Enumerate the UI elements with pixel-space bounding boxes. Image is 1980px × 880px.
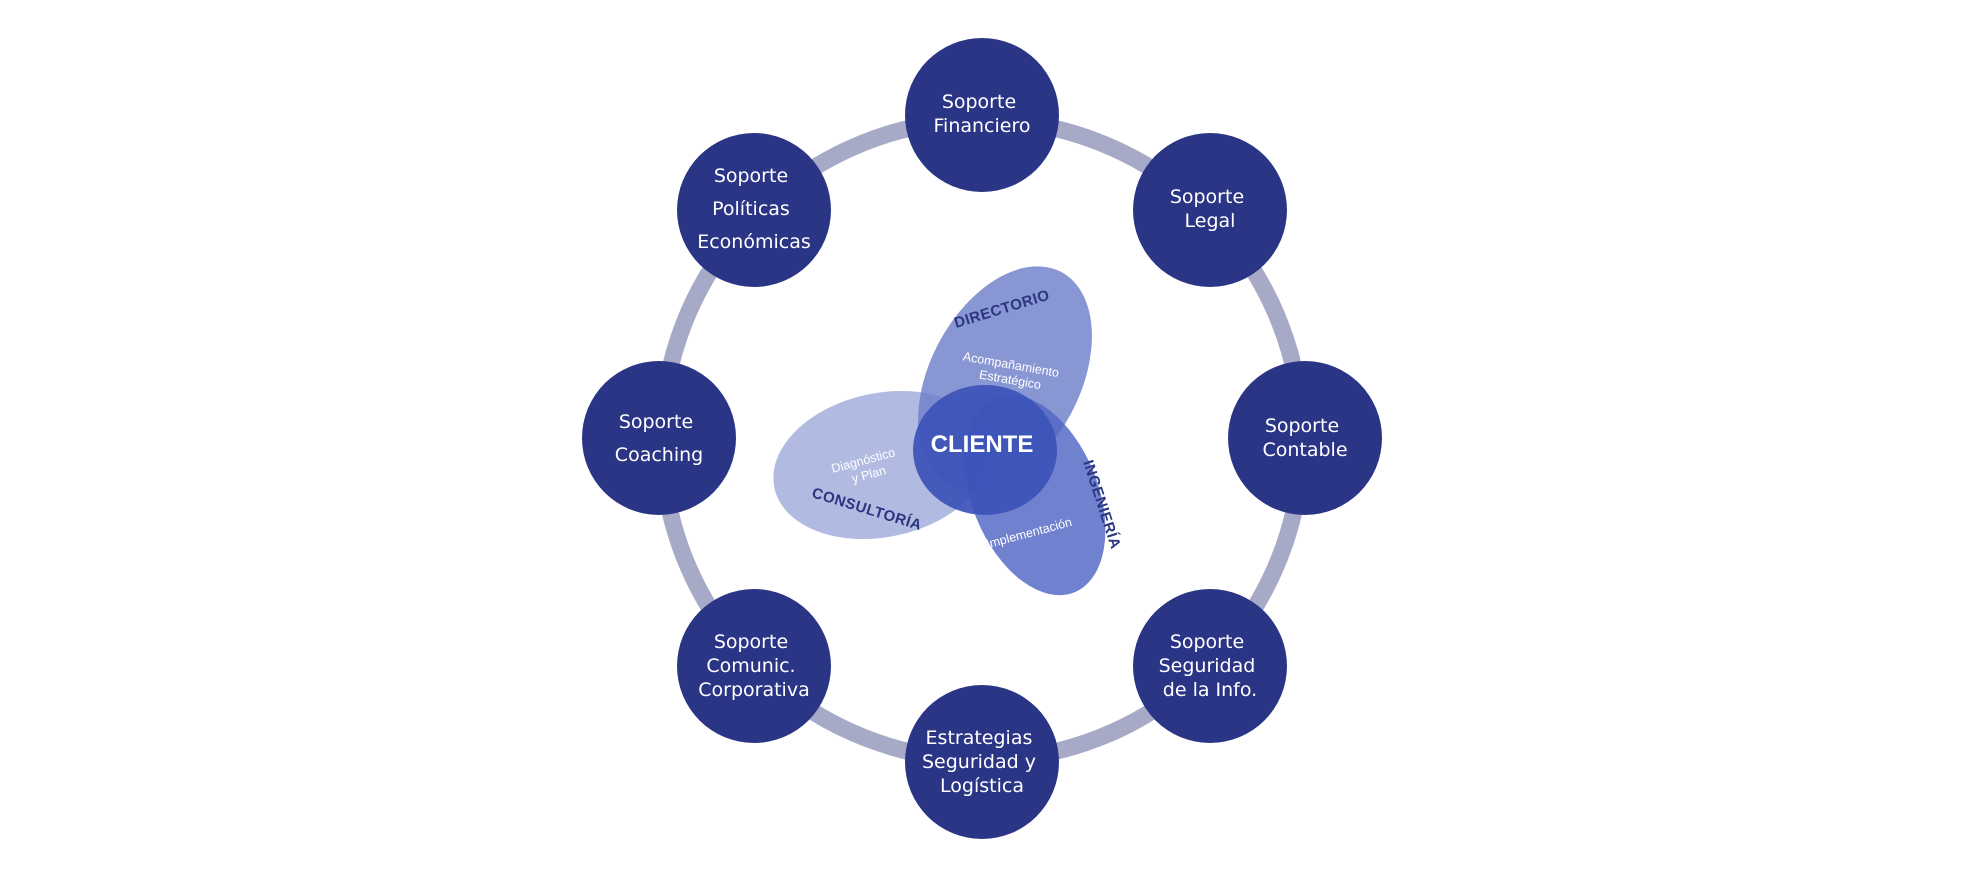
node-legal: Soporte Legal bbox=[1133, 133, 1287, 287]
center-client-label: CLIENTE bbox=[931, 431, 1034, 458]
node-estrategias-circle bbox=[905, 685, 1059, 839]
node-legal-circle bbox=[1133, 133, 1287, 287]
node-contable: Soporte Contable bbox=[1228, 361, 1382, 515]
node-seguridad-info: Soporte Seguridad de la Info. bbox=[1133, 589, 1287, 743]
node-legal-label: Soporte Legal bbox=[1170, 186, 1250, 232]
node-seguridad-info-label: Soporte Seguridad de la Info. bbox=[1159, 631, 1262, 701]
node-coaching: Soporte Coaching bbox=[582, 361, 736, 515]
node-seguridad-info-circle bbox=[1133, 589, 1287, 743]
node-politicas-label: Soporte Políticas Económicas bbox=[697, 165, 811, 253]
node-comunic-circle bbox=[677, 589, 831, 743]
node-contable-circle bbox=[1228, 361, 1382, 515]
node-contable-label: Soporte Contable bbox=[1262, 415, 1347, 461]
node-financiero-circle bbox=[905, 38, 1059, 192]
node-estrategias: Estrategias Seguridad y Logística bbox=[905, 685, 1059, 839]
node-coaching-circle bbox=[582, 361, 736, 515]
node-comunic-label: Soporte Comunic. Corporativa bbox=[698, 631, 809, 701]
node-politicas: Soporte Políticas Económicas bbox=[677, 133, 831, 287]
center-client-shape bbox=[913, 385, 1057, 515]
client-venn: Acompañamiento Estratégico Implementació… bbox=[773, 266, 1124, 596]
node-estrategias-label: Estrategias Seguridad y Logística bbox=[922, 727, 1042, 797]
node-financiero-label: Soporte Financiero bbox=[934, 91, 1031, 137]
node-coaching-label: Soporte Coaching bbox=[615, 411, 703, 466]
node-comunic: Soporte Comunic. Corporativa bbox=[677, 589, 831, 743]
node-politicas-circle bbox=[677, 133, 831, 287]
node-financiero: Soporte Financiero bbox=[905, 38, 1059, 192]
